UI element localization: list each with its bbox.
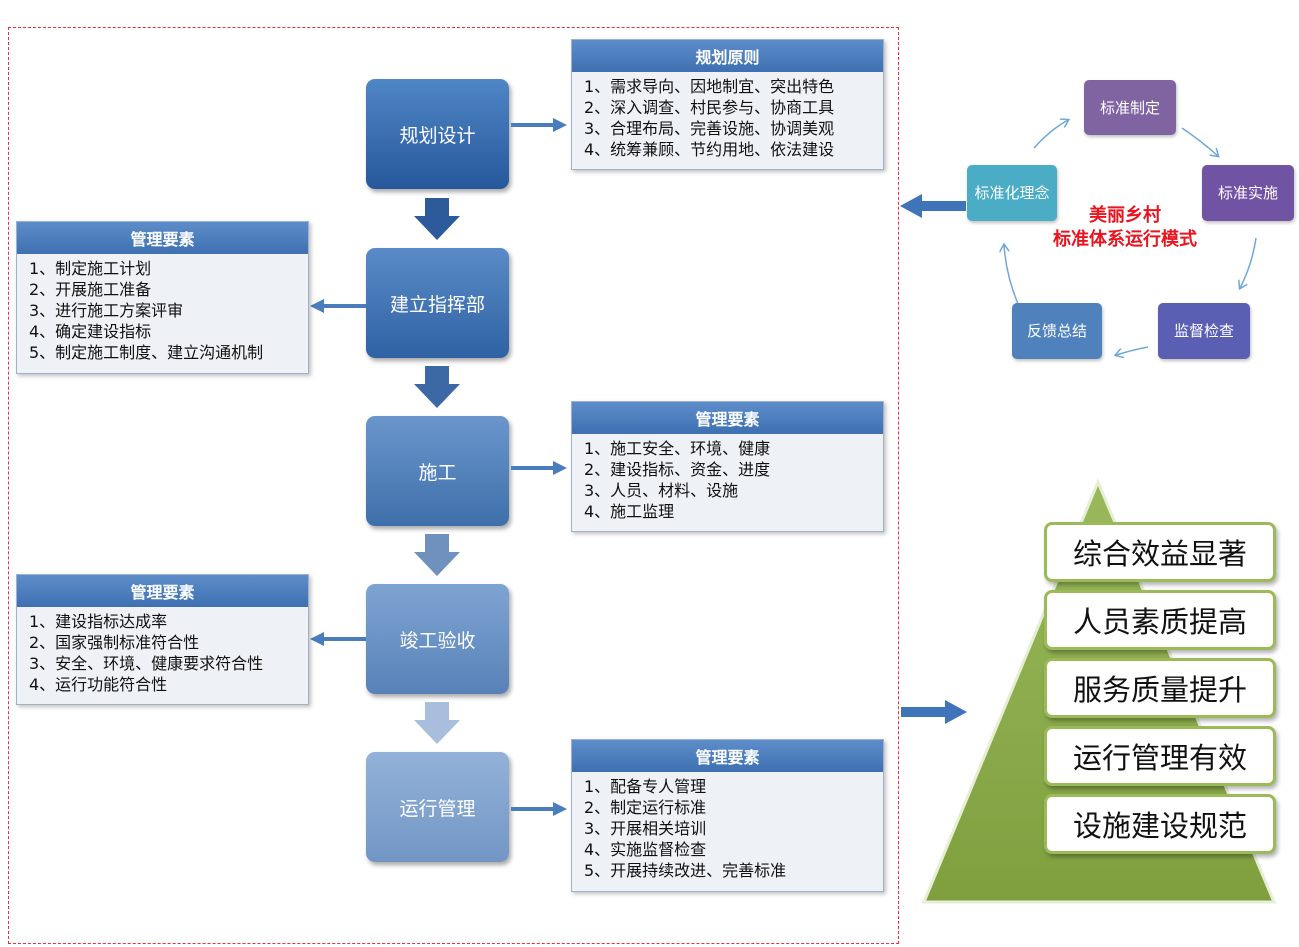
list-item: 4、运行功能符合性	[29, 675, 168, 694]
list-item: 3、人员、材料、设施	[584, 481, 739, 500]
list-item: 4、确定建设指标	[29, 322, 152, 341]
flow-frame	[8, 27, 899, 944]
list-item: 2、制定运行标准	[584, 798, 707, 817]
cycle-arrows	[900, 60, 1257, 390]
pyramid-item: 设施建设规范	[1044, 794, 1276, 854]
cycle-node-supervision: 监督检查	[1158, 303, 1250, 359]
list-item: 4、施工监理	[584, 502, 675, 521]
right-arrow	[511, 802, 567, 816]
down-arrow	[414, 198, 460, 240]
step-acceptance: 竣工验收	[366, 584, 509, 694]
list-item: 2、开展施工准备	[29, 280, 152, 299]
cycle-node-standard-making: 标准制定	[1084, 80, 1176, 135]
box-planning-principles: 规划原则 1、需求导向、因地制宜、突出特色 2、深入调查、村民参与、协商工具 3…	[571, 39, 884, 170]
down-arrow	[414, 366, 460, 408]
list-item: 2、国家强制标准符合性	[29, 633, 200, 652]
box-acceptance-elements: 管理要素 1、建设指标达成率 2、国家强制标准符合性 3、安全、环境、健康要求符…	[16, 574, 309, 705]
list-item: 5、制定施工制度、建立沟通机制	[29, 343, 264, 362]
list-item: 3、进行施工方案评审	[29, 301, 184, 320]
step-establish-hq: 建立指挥部	[366, 248, 509, 358]
pyramid-item: 服务质量提升	[1044, 658, 1276, 718]
box-hq-elements: 管理要素 1、制定施工计划 2、开展施工准备 3、进行施工方案评审 4、确定建设…	[16, 221, 309, 374]
list-item: 3、合理布局、完善设施、协调美观	[584, 119, 835, 138]
left-arrow	[310, 299, 366, 313]
box-title: 规划原则	[572, 40, 883, 72]
box-title: 管理要素	[17, 575, 308, 607]
cycle-node-feedback: 反馈总结	[1012, 303, 1102, 359]
list-item: 1、施工安全、环境、健康	[584, 439, 771, 458]
left-arrow	[310, 632, 366, 646]
list-item: 1、制定施工计划	[29, 259, 152, 278]
cycle-title: 美丽乡村 标准体系运行模式	[1010, 204, 1240, 252]
list-item: 1、建设指标达成率	[29, 612, 168, 631]
right-arrow	[511, 118, 567, 132]
left-arrow	[900, 194, 966, 218]
box-title: 管理要素	[17, 222, 308, 254]
step-planning-design: 规划设计	[366, 79, 509, 189]
list-item: 3、开展相关培训	[584, 819, 707, 838]
box-operation-elements: 管理要素 1、配备专人管理 2、制定运行标准 3、开展相关培训 4、实施监督检查…	[571, 739, 884, 892]
pyramid-item: 运行管理有效	[1044, 726, 1276, 786]
cycle-title-line2: 标准体系运行模式	[1053, 229, 1197, 250]
step-construction: 施工	[366, 416, 509, 526]
cycle-node-standard-implementation: 标准实施	[1202, 165, 1294, 221]
list-item: 2、深入调查、村民参与、协商工具	[584, 98, 835, 117]
down-arrow	[414, 702, 460, 744]
step-operation: 运行管理	[366, 752, 509, 862]
list-item: 3、安全、环境、健康要求符合性	[29, 654, 264, 673]
pyramid-item: 综合效益显著	[1044, 522, 1276, 582]
right-arrow	[901, 700, 967, 724]
list-item: 2、建设指标、资金、进度	[584, 460, 771, 479]
box-construction-elements: 管理要素 1、施工安全、环境、健康 2、建设指标、资金、进度 3、人员、材料、设…	[571, 401, 884, 532]
list-item: 4、实施监督检查	[584, 840, 707, 859]
pyramid-item: 人员素质提高	[1044, 590, 1276, 650]
list-item: 5、开展持续改进、完善标准	[584, 861, 787, 880]
list-item: 1、配备专人管理	[584, 777, 707, 796]
down-arrow	[414, 534, 460, 576]
list-item: 4、统筹兼顾、节约用地、依法建设	[584, 140, 835, 159]
right-arrow	[511, 461, 567, 475]
cycle-title-line1: 美丽乡村	[1089, 205, 1161, 226]
box-title: 管理要素	[572, 402, 883, 434]
list-item: 1、需求导向、因地制宜、突出特色	[584, 77, 835, 96]
box-title: 管理要素	[572, 740, 883, 772]
cycle-node-standardization-concept: 标准化理念	[967, 165, 1057, 221]
